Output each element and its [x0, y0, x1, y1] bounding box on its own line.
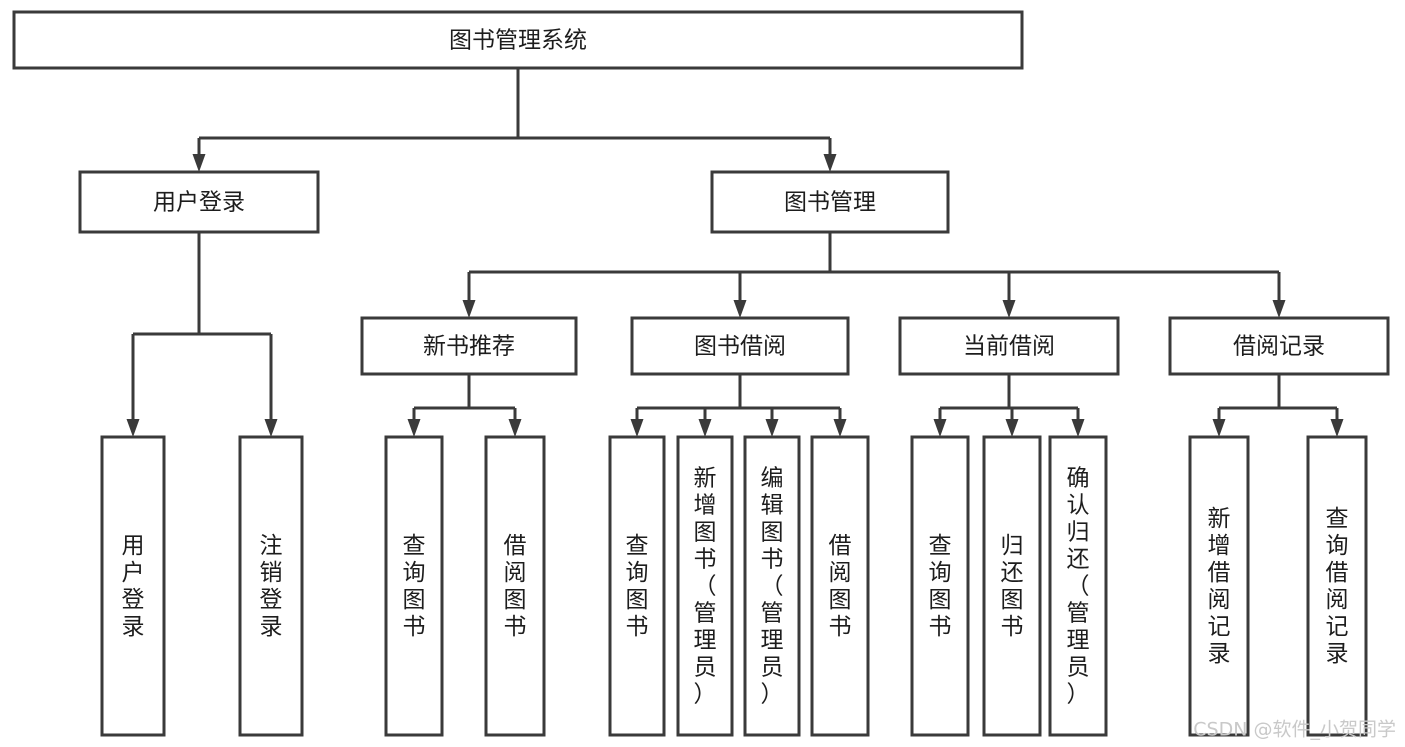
node-leaf-query-book-borrow-label: 查询图书 — [626, 533, 649, 640]
node-root-system[interactable]: 图书管理系统 — [12, 10, 1024, 70]
connector-arrowhead — [1005, 419, 1019, 437]
node-leaf-query-book-current-label: 查询图书 — [929, 533, 952, 640]
csdn-watermark: CSDN @软件_小贺同学 — [1193, 719, 1396, 741]
node-leaf-user-logout-box[interactable] — [238, 435, 304, 737]
node-leaf-user-login-label: 用户登录 — [122, 533, 145, 640]
node-leaf-confirm-return[interactable]: 确认归还（管理员） — [1048, 435, 1108, 737]
node-leaf-confirm-return-box[interactable] — [1048, 435, 1108, 737]
node-leaf-query-borrow-record[interactable]: 查询借阅记录 — [1306, 435, 1368, 737]
node-leaf-edit-book-box[interactable] — [743, 435, 801, 737]
node-leaf-user-logout[interactable]: 注销登录 — [238, 435, 304, 737]
watermark-layer: CSDN @软件_小贺同学 — [1193, 719, 1396, 741]
node-book-borrow-box[interactable] — [630, 316, 850, 376]
node-current-borrow[interactable]: 当前借阅 — [898, 316, 1120, 376]
node-leaf-query-book-borrow[interactable]: 查询图书 — [608, 435, 666, 737]
node-leaf-query-book-recommend-box[interactable] — [384, 435, 444, 737]
node-new-book-recommend-label: 新书推荐 — [423, 334, 515, 360]
node-book-manage-box[interactable] — [710, 170, 950, 234]
node-root-system-label: 图书管理系统 — [449, 28, 587, 54]
connector-arrowhead — [126, 419, 140, 437]
connector-arrowhead — [508, 419, 522, 437]
node-leaf-user-login-box[interactable] — [100, 435, 166, 737]
node-leaf-return-book-label: 归还图书 — [1001, 533, 1024, 640]
connector-arrowhead — [192, 154, 206, 172]
node-new-book-recommend[interactable]: 新书推荐 — [360, 316, 578, 376]
node-leaf-user-login[interactable]: 用户登录 — [100, 435, 166, 737]
node-leaf-return-book-box[interactable] — [982, 435, 1042, 737]
node-leaf-user-logout-label: 注销登录 — [260, 533, 283, 640]
connector-arrowhead — [765, 419, 779, 437]
node-leaf-borrow-book-box[interactable] — [810, 435, 870, 737]
node-leaf-borrow-book-recommend-label: 借阅图书 — [504, 533, 527, 640]
node-current-borrow-box[interactable] — [898, 316, 1120, 376]
node-leaf-add-book[interactable]: 新增图书（管理员） — [676, 435, 734, 737]
node-borrow-record[interactable]: 借阅记录 — [1168, 316, 1390, 376]
node-leaf-query-borrow-record-label: 查询借阅记录 — [1326, 506, 1349, 667]
connectors-layer — [126, 68, 1344, 437]
connector-arrowhead — [1330, 419, 1344, 437]
node-leaf-query-borrow-record-box[interactable] — [1306, 435, 1368, 737]
connector-arrowhead — [933, 419, 947, 437]
node-book-manage[interactable]: 图书管理 — [710, 170, 950, 234]
connector-arrowhead — [833, 419, 847, 437]
node-leaf-confirm-return-label: 确认归还（管理员） — [1067, 466, 1090, 708]
connector-arrowhead — [264, 419, 278, 437]
node-leaf-edit-book[interactable]: 编辑图书（管理员） — [743, 435, 801, 737]
connector-arrowhead — [698, 419, 712, 437]
connector-arrowhead — [462, 300, 476, 318]
node-leaf-query-book-recommend[interactable]: 查询图书 — [384, 435, 444, 737]
node-leaf-add-book-label: 新增图书（管理员） — [694, 466, 717, 708]
node-leaf-borrow-book-label: 借阅图书 — [829, 533, 852, 640]
node-leaf-query-book-current-box[interactable] — [910, 435, 970, 737]
node-borrow-record-box[interactable] — [1168, 316, 1390, 376]
node-borrow-record-label: 借阅记录 — [1233, 334, 1325, 360]
node-leaf-add-borrow-record-label: 新增借阅记录 — [1208, 506, 1231, 667]
node-leaf-borrow-book[interactable]: 借阅图书 — [810, 435, 870, 737]
connector-arrowhead — [823, 154, 837, 172]
connector-arrowhead — [630, 419, 644, 437]
node-leaf-query-book-recommend-label: 查询图书 — [403, 533, 426, 640]
node-user-login-box[interactable] — [78, 170, 320, 234]
connector-arrowhead — [733, 300, 747, 318]
node-leaf-edit-book-label: 编辑图书（管理员） — [761, 466, 784, 708]
node-book-borrow-label: 图书借阅 — [694, 334, 786, 360]
node-leaf-add-book-box[interactable] — [676, 435, 734, 737]
connector-arrowhead — [1212, 419, 1226, 437]
node-leaf-query-book-borrow-box[interactable] — [608, 435, 666, 737]
node-leaf-borrow-book-recommend-box[interactable] — [484, 435, 546, 737]
connector-arrowhead — [1071, 419, 1085, 437]
node-current-borrow-label: 当前借阅 — [963, 334, 1055, 360]
node-leaf-add-borrow-record-box[interactable] — [1188, 435, 1250, 737]
nodes-layer: 图书管理系统用户登录图书管理新书推荐图书借阅当前借阅借阅记录用户登录注销登录查询… — [12, 10, 1390, 737]
connector-arrowhead — [1272, 300, 1286, 318]
connector-arrowhead — [1002, 300, 1016, 318]
node-new-book-recommend-box[interactable] — [360, 316, 578, 376]
node-book-manage-label: 图书管理 — [784, 190, 876, 216]
node-leaf-borrow-book-recommend[interactable]: 借阅图书 — [484, 435, 546, 737]
node-leaf-query-book-current[interactable]: 查询图书 — [910, 435, 970, 737]
node-root-system-box[interactable] — [12, 10, 1024, 70]
node-leaf-return-book[interactable]: 归还图书 — [982, 435, 1042, 737]
node-user-login[interactable]: 用户登录 — [78, 170, 320, 234]
node-book-borrow[interactable]: 图书借阅 — [630, 316, 850, 376]
node-user-login-label: 用户登录 — [153, 190, 245, 216]
connector-arrowhead — [407, 419, 421, 437]
node-leaf-add-borrow-record[interactable]: 新增借阅记录 — [1188, 435, 1250, 737]
